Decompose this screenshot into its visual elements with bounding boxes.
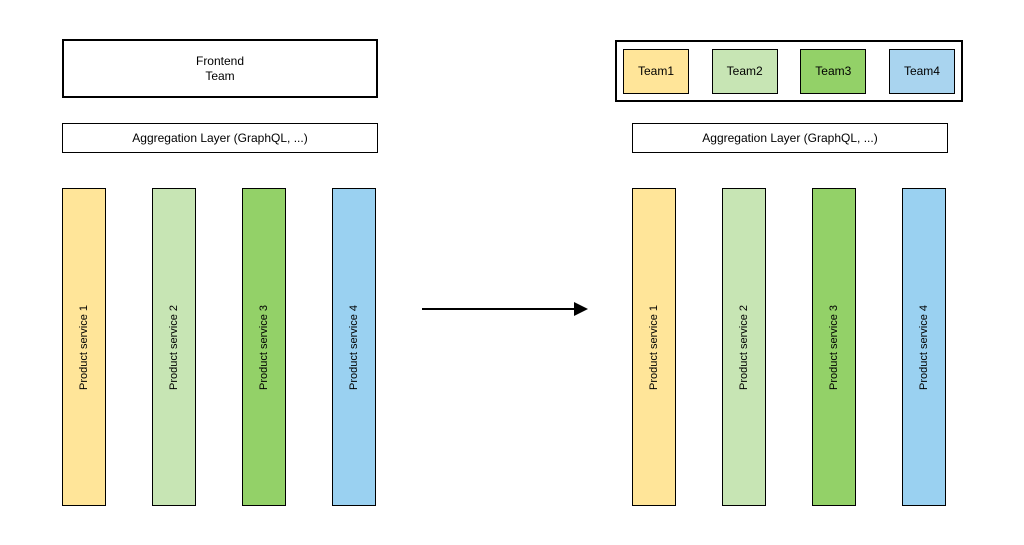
team2-box: Team2	[711, 48, 778, 94]
product-service-3-bar-left: Product service 3	[242, 188, 286, 506]
teams-container-box: Team1 Team2 Team3 Team4	[615, 40, 963, 102]
product-service-4-label-right: Product service 4	[918, 304, 930, 390]
frontend-team-label-line2: Team	[205, 68, 235, 83]
team1-label: Team1	[637, 64, 675, 78]
team3-label: Team3	[815, 64, 852, 78]
team4-label: Team4	[903, 64, 940, 78]
product-service-2-bar-right: Product service 2	[722, 188, 766, 506]
product-service-4-bar-left: Product service 4	[332, 188, 376, 506]
product-service-3-label-left: Product service 3	[258, 304, 270, 390]
arrow-head-icon	[574, 302, 588, 316]
product-service-1-bar-left: Product service 1	[62, 188, 106, 506]
product-service-2-label-left: Product service 2	[168, 304, 180, 390]
team1-box: Team1	[623, 48, 689, 94]
team2-label: Team2	[726, 64, 763, 78]
transition-arrow	[422, 301, 588, 317]
product-service-3-label-right: Product service 3	[828, 304, 840, 390]
product-service-1-bar-right: Product service 1	[632, 188, 676, 506]
aggregation-layer-box-right: Aggregation Layer (GraphQL, ...)	[632, 123, 948, 153]
product-service-4-bar-right: Product service 4	[902, 188, 946, 506]
frontend-team-box: Frontend Team	[62, 39, 378, 98]
product-service-2-label-right: Product service 2	[738, 304, 750, 390]
product-service-1-label-right: Product service 1	[648, 304, 660, 390]
product-service-2-bar-left: Product service 2	[152, 188, 196, 506]
frontend-team-label-line1: Frontend	[195, 53, 245, 68]
aggregation-layer-box-left: Aggregation Layer (GraphQL, ...)	[62, 123, 378, 153]
product-service-1-label-left: Product service 1	[78, 304, 90, 390]
arrow-shaft	[422, 308, 577, 310]
product-service-3-bar-right: Product service 3	[812, 188, 856, 506]
team4-box: Team4	[888, 48, 955, 94]
team3-box: Team3	[800, 48, 867, 94]
product-service-4-label-left: Product service 4	[348, 304, 360, 390]
